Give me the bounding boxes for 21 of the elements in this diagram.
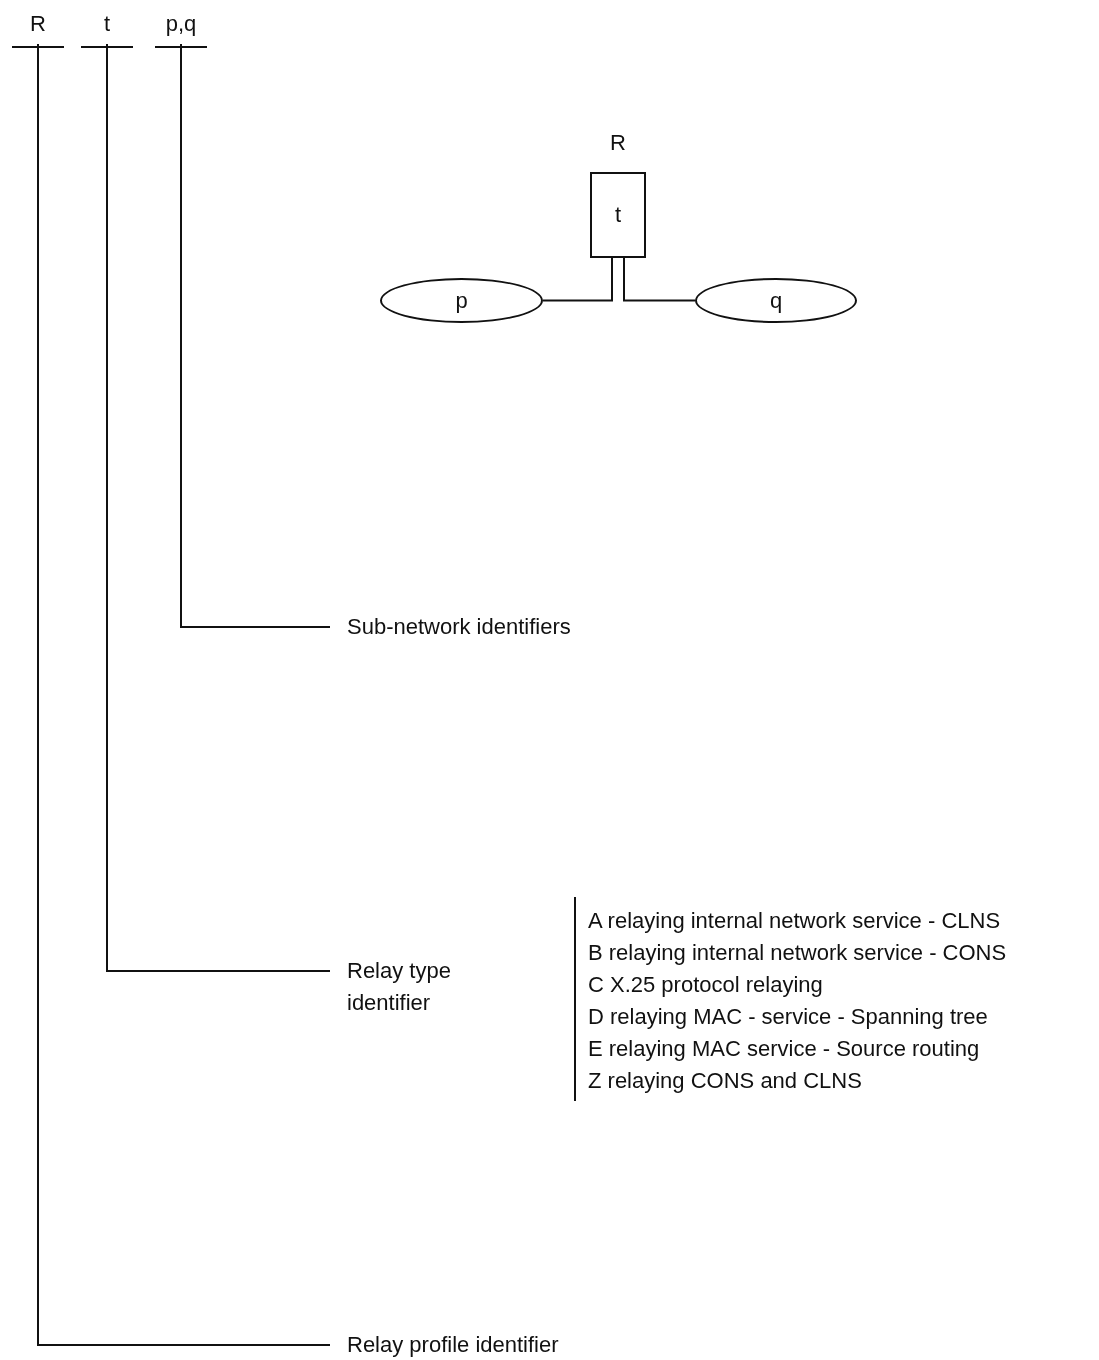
subnetwork-ellipse: q — [695, 278, 857, 323]
leader-text: Sub-network identifiers — [346, 613, 572, 641]
leader-line — [37, 43, 331, 1346]
relay-type-entry: Z relaying CONS and CLNS — [588, 1067, 863, 1095]
relay-type-entry: E relaying MAC service - Source routing — [588, 1035, 981, 1063]
relay-type-letter: t — [614, 202, 622, 228]
relay-type-entry: C X.25 protocol relaying — [588, 971, 824, 999]
identifier-letter: p,q — [164, 10, 198, 38]
connector-line — [623, 257, 696, 302]
leader-text: Relay type identifier — [346, 957, 452, 1017]
relay-type-entry: B relaying internal network service - CONS — [588, 939, 1007, 967]
leader-text: Relay profile identifier — [346, 1331, 560, 1359]
relay-type-entry: A relaying internal network service - CLNS — [588, 907, 1002, 935]
identifier-letter: t — [102, 10, 112, 38]
identifier-letter: R — [29, 10, 47, 38]
connector-line — [542, 257, 613, 302]
subnetwork-ellipse: p — [380, 278, 543, 323]
relay-type-entry: D relaying MAC - service - Spanning tree — [588, 1003, 989, 1031]
leader-line — [180, 43, 331, 628]
relay-heading: R — [609, 129, 627, 157]
leader-line — [106, 43, 331, 972]
